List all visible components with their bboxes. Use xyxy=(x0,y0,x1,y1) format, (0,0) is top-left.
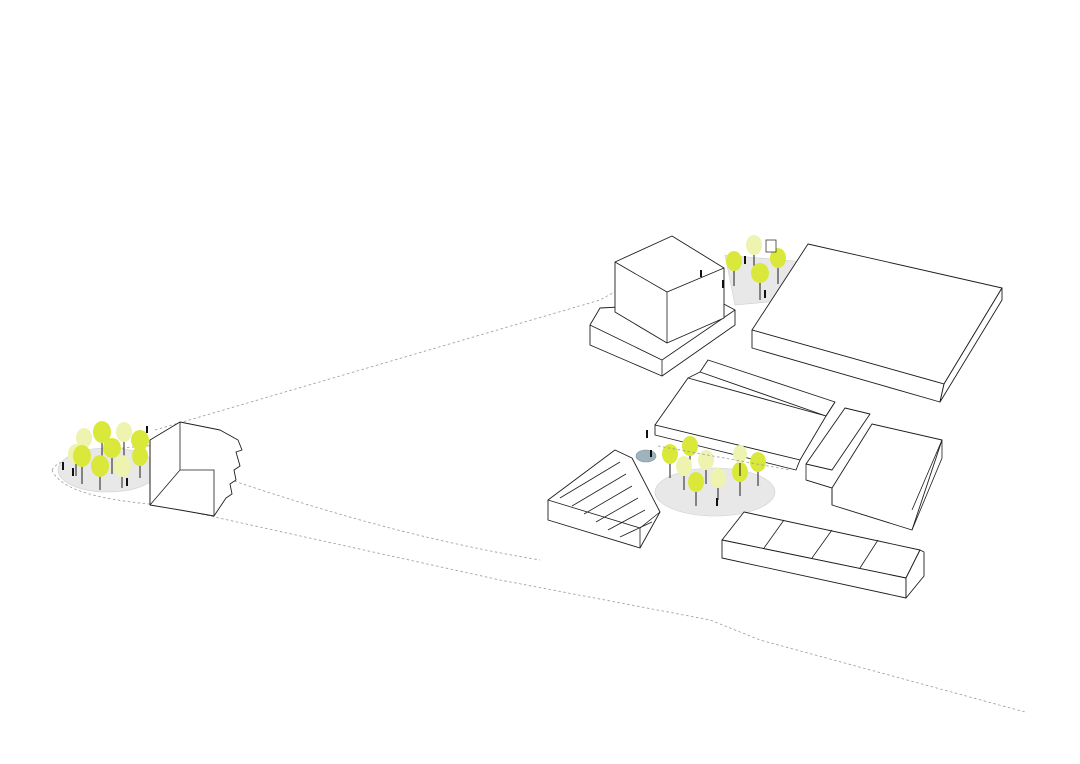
person-figure xyxy=(126,478,128,486)
person-figure xyxy=(744,256,746,264)
tree xyxy=(91,455,109,490)
tree xyxy=(770,248,786,284)
tree xyxy=(750,452,766,486)
building-cube xyxy=(589,235,736,377)
person-figure xyxy=(700,270,702,277)
tree xyxy=(662,444,678,478)
building-stepped-wedge xyxy=(547,449,661,549)
tree xyxy=(73,445,91,484)
tree-cluster-west xyxy=(62,421,149,490)
tree xyxy=(93,421,111,456)
person-figure xyxy=(146,426,148,433)
tree-cluster-north xyxy=(700,235,786,300)
tree xyxy=(751,263,769,300)
tree xyxy=(132,446,148,478)
person-figure xyxy=(722,280,724,288)
person-figure xyxy=(72,468,74,476)
tree xyxy=(116,422,132,456)
plaza-center xyxy=(654,467,776,517)
tree xyxy=(103,438,121,474)
tree xyxy=(710,468,726,500)
kiosk xyxy=(765,239,777,253)
building-large-slab xyxy=(751,243,1003,403)
tree xyxy=(726,251,742,286)
building-west-folded xyxy=(149,421,243,517)
building-south-row xyxy=(721,511,925,599)
person-figure xyxy=(764,290,766,298)
tree xyxy=(733,445,747,476)
person-figure xyxy=(716,498,718,506)
water-feature xyxy=(635,449,657,463)
tree xyxy=(698,450,714,484)
tree xyxy=(676,456,692,490)
bench-line xyxy=(657,445,791,471)
person-figure xyxy=(62,462,64,470)
person-figure xyxy=(650,450,652,457)
tree xyxy=(113,455,131,488)
building-east-block xyxy=(805,407,943,531)
tree xyxy=(688,472,704,506)
person-figure xyxy=(646,430,648,438)
